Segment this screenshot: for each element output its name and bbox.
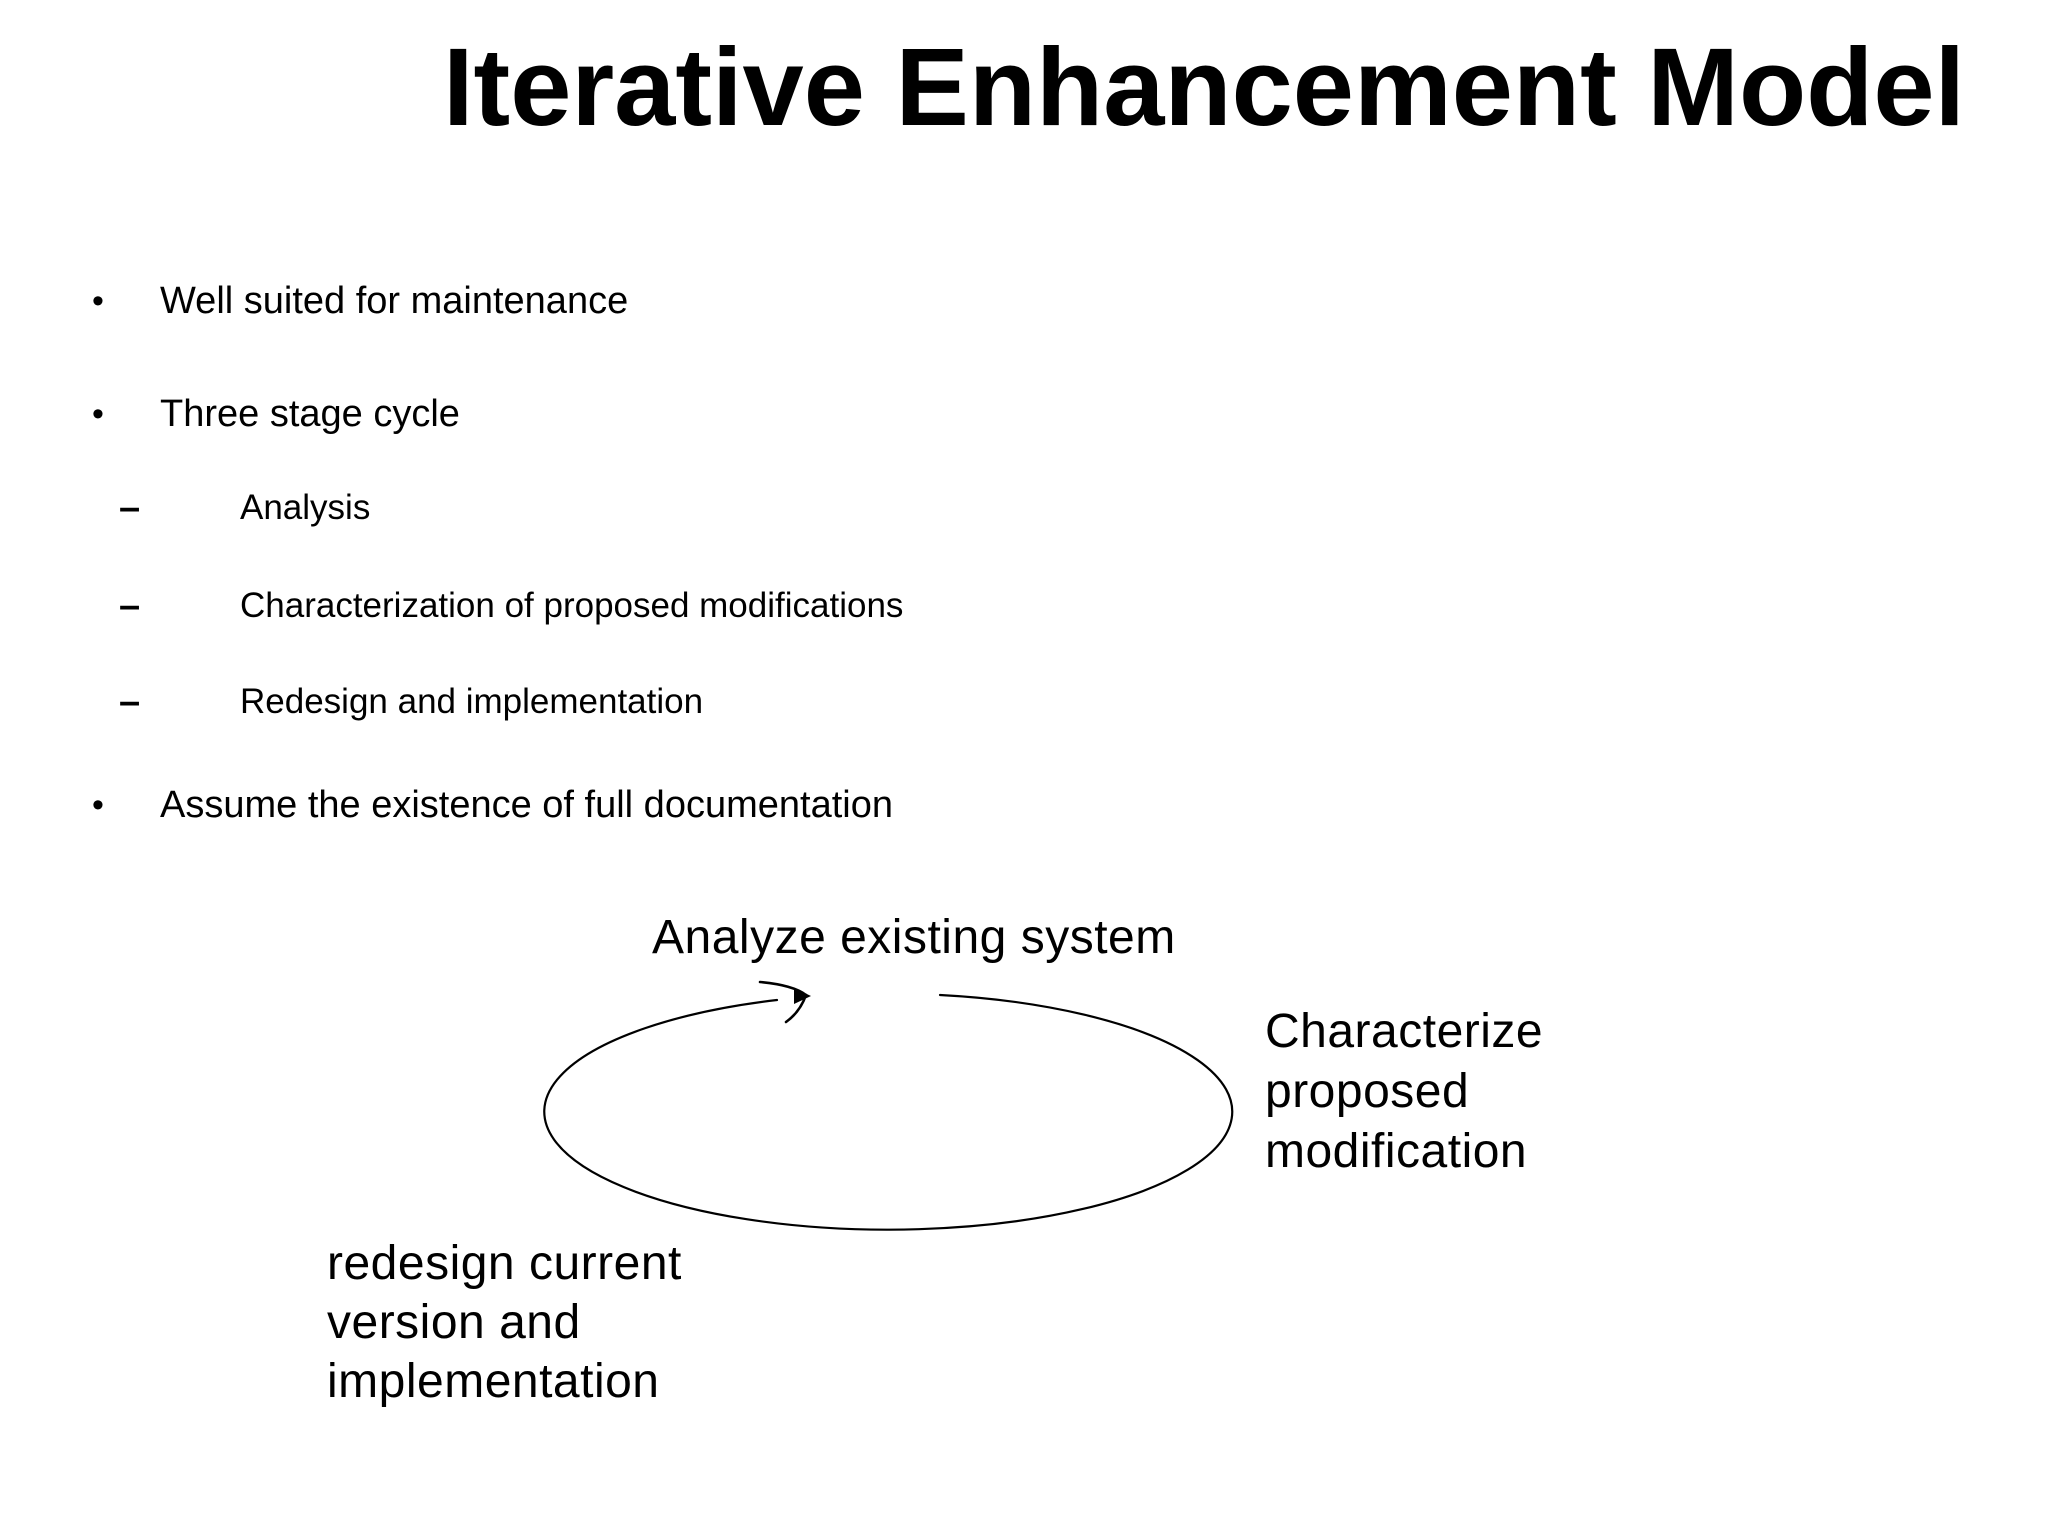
- sub-bullet-item-redesign: – Redesign and implementation: [119, 677, 703, 727]
- cycle-arrowhead-icon: [758, 980, 811, 1024]
- sub-bullet-text: Redesign and implementation: [240, 682, 704, 721]
- diagram-label-analyze: Analyze existing system: [652, 911, 1176, 964]
- page-title: Iterative Enhancement Model: [443, 26, 1966, 149]
- bullet-dot-icon: •: [92, 281, 104, 320]
- diagram-label-redesign: redesign current version and implementat…: [327, 1234, 682, 1411]
- bullet-dot-icon: •: [92, 394, 104, 433]
- diagram-label-line: Characterize: [1265, 1005, 1544, 1058]
- diagram-label-line: implementation: [327, 1355, 660, 1408]
- dash-icon: –: [119, 680, 141, 723]
- dash-icon: –: [119, 584, 141, 627]
- arrowhead-tip: [794, 988, 811, 1004]
- diagram-label-line: modification: [1265, 1125, 1528, 1178]
- bullet-dot-icon: •: [92, 785, 104, 824]
- diagram-label-characterize: Characterize proposed modification: [1265, 1002, 1543, 1182]
- bullet-item-assume-documentation: • Assume the existence of full documenta…: [92, 780, 893, 830]
- bullet-text: Well suited for maintenance: [160, 279, 629, 322]
- dash-icon: –: [119, 486, 141, 529]
- bullet-item-well-suited: • Well suited for maintenance: [92, 276, 628, 326]
- cycle-ellipse-arc: [543, 993, 1234, 1231]
- sub-bullet-item-analysis: – Analysis: [119, 483, 370, 533]
- cycle-ellipse: [543, 993, 1234, 1231]
- diagram-label-line: proposed: [1265, 1065, 1470, 1118]
- bullet-text: Three stage cycle: [160, 392, 460, 435]
- bullet-item-three-stage-cycle: • Three stage cycle: [92, 389, 460, 439]
- diagram-label-line: redesign current: [327, 1237, 682, 1290]
- bullet-text: Assume the existence of full documentati…: [160, 783, 893, 826]
- sub-bullet-text: Characterization of proposed modificatio…: [240, 586, 904, 625]
- sub-bullet-text: Analysis: [240, 488, 371, 527]
- sub-bullet-item-characterization: – Characterization of proposed modificat…: [119, 581, 903, 631]
- diagram-label-line: version and: [327, 1296, 581, 1349]
